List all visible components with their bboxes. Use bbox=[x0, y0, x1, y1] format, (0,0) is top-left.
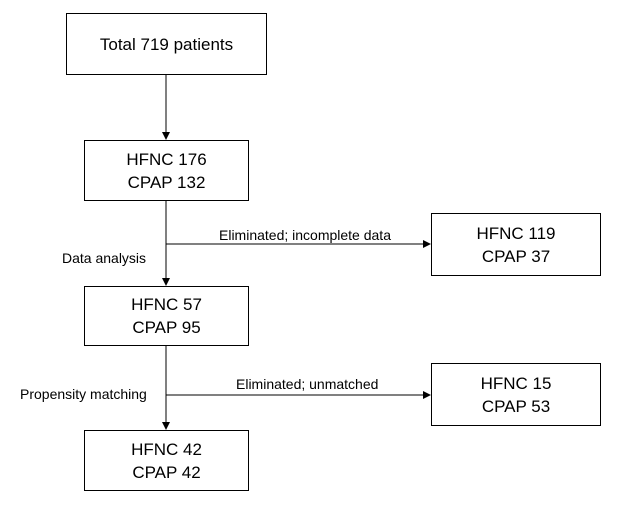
analyzed-cpap-count: CPAP 95 bbox=[132, 318, 201, 337]
total-patients-text: Total 719 patients bbox=[99, 34, 234, 54]
analyzed-cohort-box: HFNC 57 CPAP 95 bbox=[84, 286, 249, 346]
initial-hfnc-count: HFNC 176 bbox=[126, 149, 207, 169]
incomplete-hfnc-count: HFNC 119 bbox=[476, 223, 556, 243]
initial-cpap-count: CPAP 132 bbox=[127, 172, 206, 192]
unmatched-hfnc-count: HFNC 15 bbox=[480, 373, 552, 393]
matched-cohort-box: HFNC 42 CPAP 42 bbox=[84, 430, 249, 491]
eliminated-unmatched-label: Eliminated; unmatched bbox=[236, 376, 379, 392]
total-patients-box: Total 719 patients bbox=[66, 13, 267, 75]
unmatched-cpap-count: CPAP 53 bbox=[481, 396, 551, 416]
incomplete-cpap-count: CPAP 37 bbox=[481, 246, 551, 266]
propensity-matching-label: Propensity matching bbox=[20, 386, 147, 402]
data-analysis-label: Data analysis bbox=[62, 250, 147, 266]
incomplete-data-box: HFNC 119 CPAP 37 bbox=[431, 213, 601, 276]
matched-cpap-count: CPAP 42 bbox=[132, 462, 201, 482]
matched-hfnc-count: HFNC 42 bbox=[131, 439, 202, 459]
initial-cohort-box: HFNC 176 CPAP 132 bbox=[84, 140, 249, 201]
unmatched-box: HFNC 15 CPAP 53 bbox=[431, 363, 601, 426]
eliminated-incomplete-label: Eliminated; incomplete data bbox=[219, 227, 391, 243]
analyzed-hfnc-count: HFNC 57 bbox=[131, 295, 202, 314]
